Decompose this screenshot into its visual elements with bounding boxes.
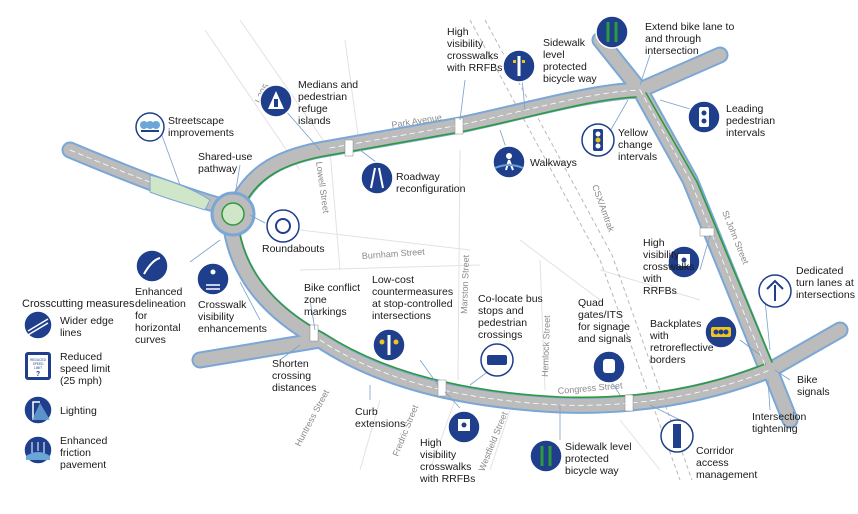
stop-control-icon	[372, 328, 406, 362]
street-westfield: Westfield Street	[477, 410, 510, 473]
street-huntress: Huntress Street	[293, 388, 331, 448]
crosswalks	[309, 117, 715, 412]
street-csx-amtrak: CSX/Amtrak	[590, 183, 617, 233]
street-marston: Marston Street	[459, 254, 471, 314]
street-fredric: Fredric Street	[391, 403, 421, 458]
sign-text-line3: LIMIT	[34, 366, 42, 370]
leading-pedestrian-signal-icon	[687, 100, 721, 134]
medians-refuge-icon	[259, 84, 293, 118]
rail-gate-icon	[592, 350, 626, 384]
shared-use-pathway	[149, 174, 211, 211]
roundabout	[210, 191, 256, 237]
bus-stop-icon	[480, 343, 514, 377]
legend-item-lighting: Lighting	[23, 395, 97, 425]
walkway-icon	[492, 145, 526, 179]
turn-lane-arrows-icon	[758, 274, 792, 308]
protected-bike-way-icon	[529, 439, 563, 473]
street-burnham: Burnham Street	[361, 247, 425, 261]
roadway-reconfiguration-icon	[360, 161, 394, 195]
crosswalk-visibility-icon	[196, 262, 230, 296]
background-streets	[204, 19, 701, 471]
bike-lane-extension-icon	[595, 15, 629, 49]
crosswalk-rrfb-bottom-icon	[447, 410, 481, 444]
corridor-roads	[61, 31, 849, 429]
crosswalk-rrfb-right-icon	[667, 245, 701, 279]
traffic-signal-icon	[581, 123, 615, 157]
signal-backplate-icon	[704, 315, 738, 349]
access-management-icon	[660, 419, 694, 453]
sign-text-line1: REDUCED	[30, 358, 46, 362]
wider-edge-lines-icon	[23, 310, 53, 340]
streetscape-icon	[135, 112, 165, 142]
legend-label-lighting: Lighting	[60, 405, 97, 417]
roundabout-icon	[266, 209, 300, 243]
street-hemlock: Hemlock Street	[540, 315, 552, 377]
friction-pavement-icon	[23, 435, 53, 465]
legend-title: Crosscutting measures	[22, 298, 135, 310]
lighting-icon	[23, 395, 53, 425]
sign-text-line4: ?	[36, 371, 40, 378]
street-lowell: Lowell Street	[314, 161, 331, 214]
curve-delineation-icon	[135, 249, 169, 283]
icons	[135, 15, 792, 473]
crosswalk-rrfb-icon	[502, 49, 536, 83]
sign-text-line2: SPEED	[33, 362, 45, 366]
speed-limit-sign-icon: REDUCED SPEED LIMIT ?	[25, 352, 51, 380]
callout-roundabouts: Roundabouts	[262, 243, 324, 255]
callout-walkways: Walkways	[530, 157, 577, 169]
